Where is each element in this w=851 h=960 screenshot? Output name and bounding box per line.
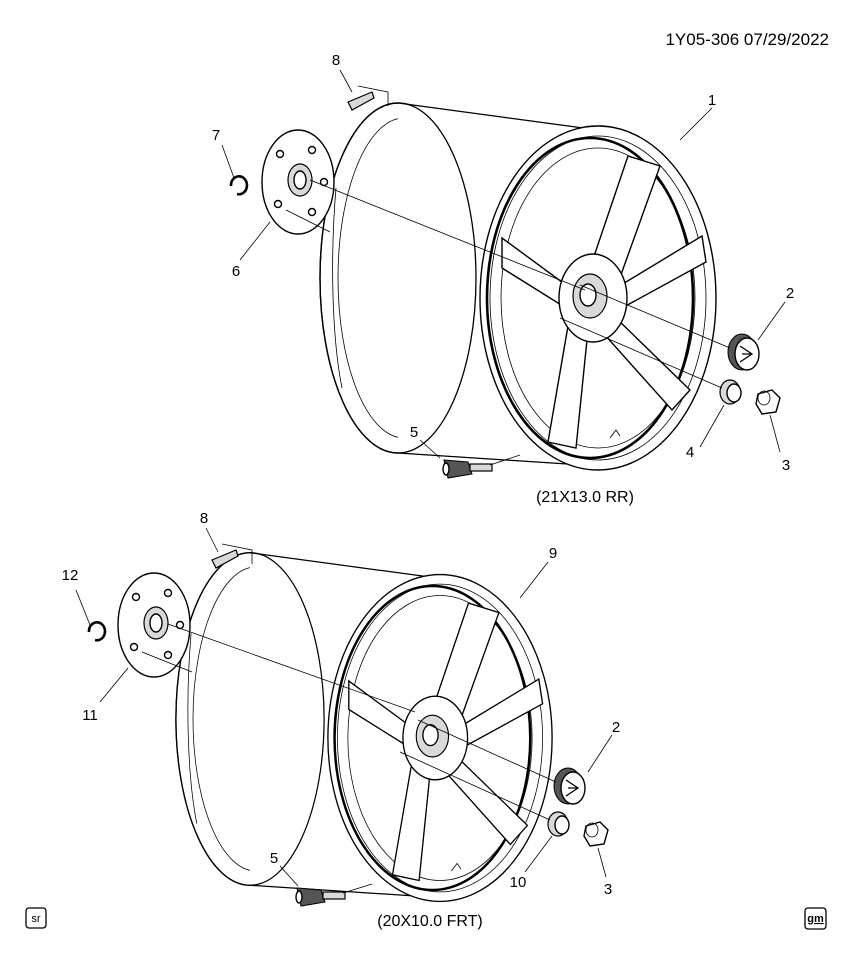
tpms-sensor [442, 459, 493, 479]
retainer-clip [229, 174, 249, 196]
callout-7: 7 [212, 127, 220, 144]
gm-logo-text: gm [807, 913, 824, 925]
lower-caption: (20X10.0 FRT) [377, 913, 483, 930]
callout-8: 8 [332, 52, 340, 69]
sr-badge-text: sr [31, 913, 41, 925]
lug-nut-set [547, 811, 609, 847]
hub-adapter-plate [261, 129, 335, 235]
gm-logo-icon: gm [804, 907, 827, 930]
callout-2: 2 [612, 719, 620, 736]
center-cap [727, 333, 760, 371]
callout-3: 3 [604, 881, 612, 898]
hub-adapter-plate [117, 572, 191, 678]
callout-9: 9 [549, 545, 557, 562]
callout-11: 11 [82, 707, 98, 724]
callout-5: 5 [410, 424, 418, 441]
sr-badge: sr [25, 907, 47, 929]
callout-3: 3 [782, 457, 790, 474]
callout-5: 5 [270, 850, 278, 867]
document-id: 1Y05-306 07/29/2022 [665, 30, 829, 49]
callout-2: 2 [786, 285, 794, 302]
lower-wheel-assembly: 2 3 5 8 9 10 11 12 (20X10.0 FRT) [62, 510, 621, 930]
center-cap [553, 767, 586, 805]
lug-nut-set [719, 379, 781, 415]
rear-wheel [318, 101, 718, 472]
retainer-clip [87, 620, 107, 642]
upper-wheel-assembly: 1 2 3 4 5 6 7 8 (21X13.0 RR) [212, 52, 794, 506]
callout-4: 4 [686, 444, 694, 461]
callout-1: 1 [708, 92, 716, 109]
callout-6: 6 [232, 263, 240, 280]
callout-10: 10 [510, 874, 527, 891]
callout-12: 12 [62, 567, 79, 584]
front-wheel [174, 551, 554, 903]
upper-caption: (21X13.0 RR) [536, 489, 634, 506]
callout-8: 8 [200, 510, 208, 527]
